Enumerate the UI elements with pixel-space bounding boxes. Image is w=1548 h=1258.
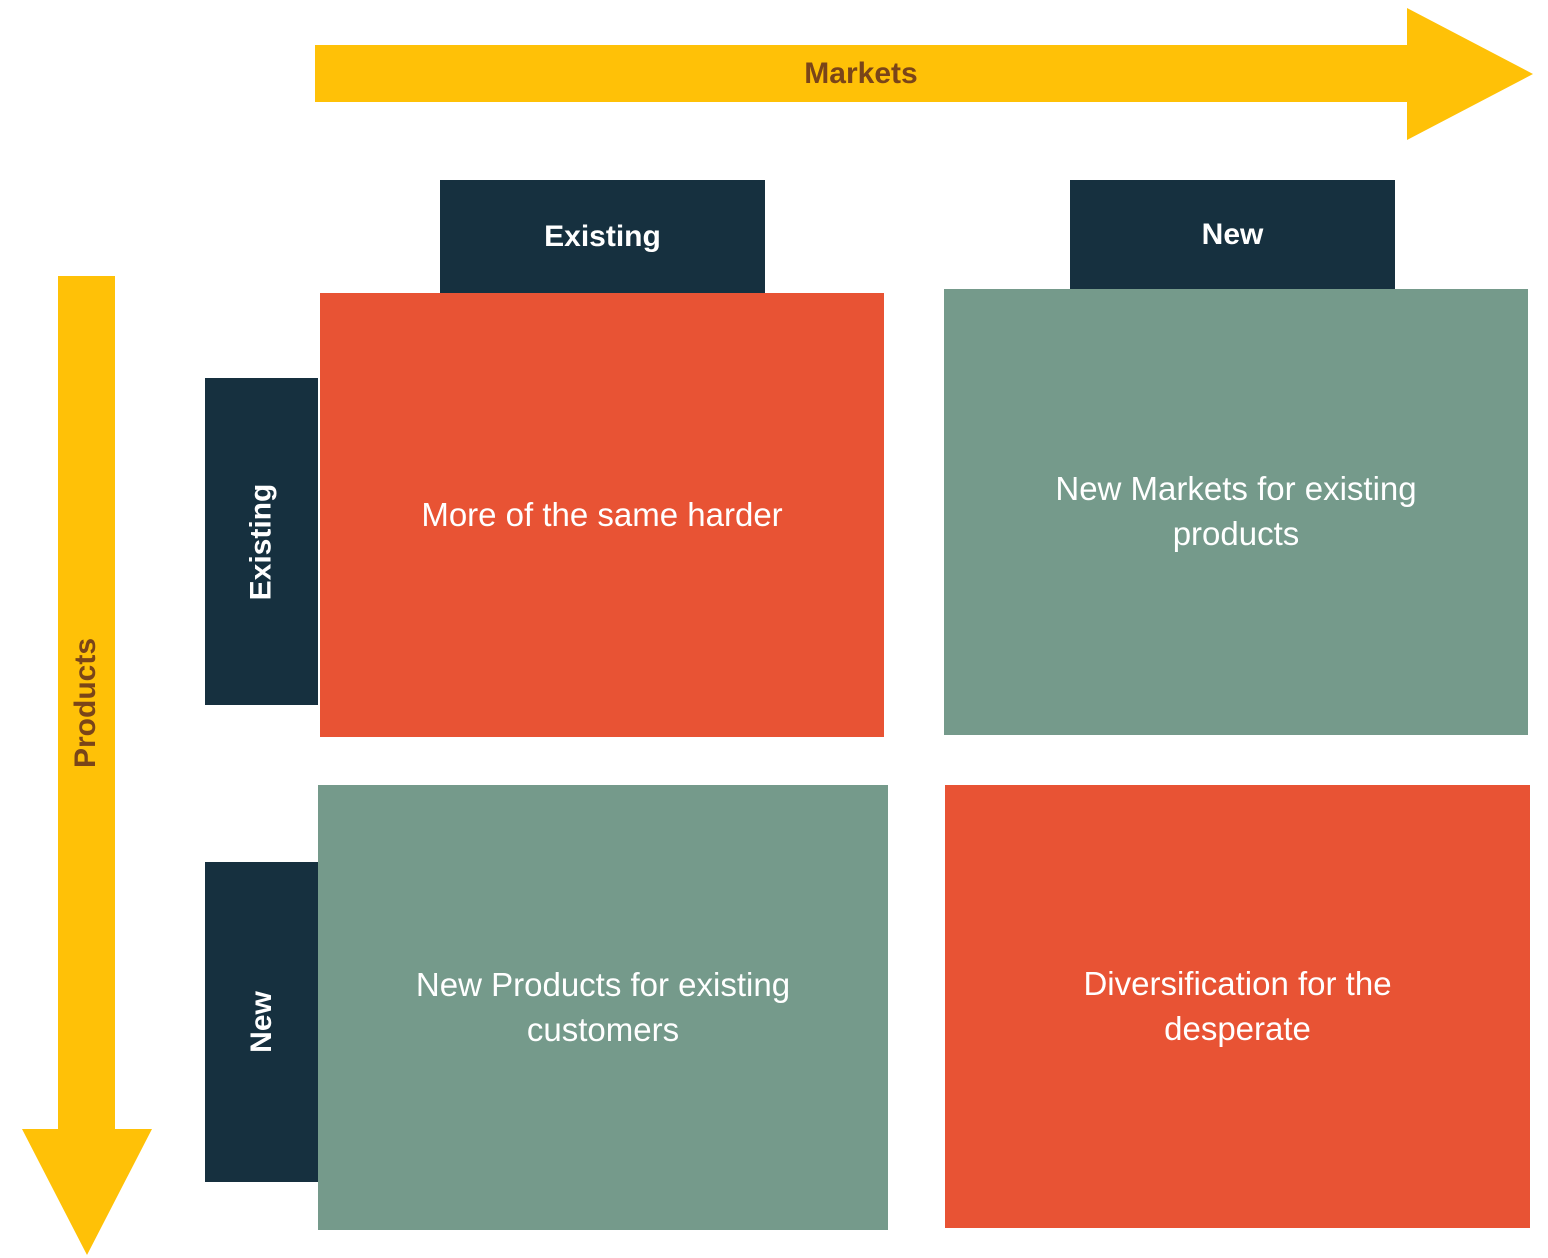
markets-arrow: Markets: [315, 45, 1407, 102]
row-header-label: New: [244, 991, 278, 1053]
markets-axis-label: Markets: [804, 56, 918, 90]
quadrant-text: Diversification for the desperate: [1083, 964, 1392, 1047]
quadrant-text: New Products for existing customers: [415, 965, 791, 1048]
column-header-label: New: [1201, 218, 1264, 251]
row-header-products-existing: Existing: [205, 378, 318, 705]
markets-arrowhead-icon: [1407, 8, 1533, 140]
products-arrowhead-icon: [22, 1129, 152, 1255]
quadrant-market-development: New Markets for existing products: [944, 289, 1528, 735]
column-header-label: Existing: [544, 219, 661, 253]
row-header-products-new: New: [205, 862, 318, 1182]
column-header-markets-existing: Existing: [440, 180, 765, 293]
column-header-markets-new: New: [1070, 180, 1395, 290]
products-arrow: Products: [58, 276, 115, 1129]
quadrant-text: More of the same harder: [421, 495, 783, 533]
quadrant-product-development: New Products for existing customers: [318, 785, 888, 1230]
quadrant-diversification: Diversification for the desperate: [945, 785, 1530, 1228]
quadrant-text: New Markets for existing products: [1055, 470, 1417, 552]
products-axis-label: Products: [69, 637, 103, 768]
row-header-label: Existing: [244, 483, 278, 600]
quadrant-market-penetration: More of the same harder: [320, 293, 884, 737]
